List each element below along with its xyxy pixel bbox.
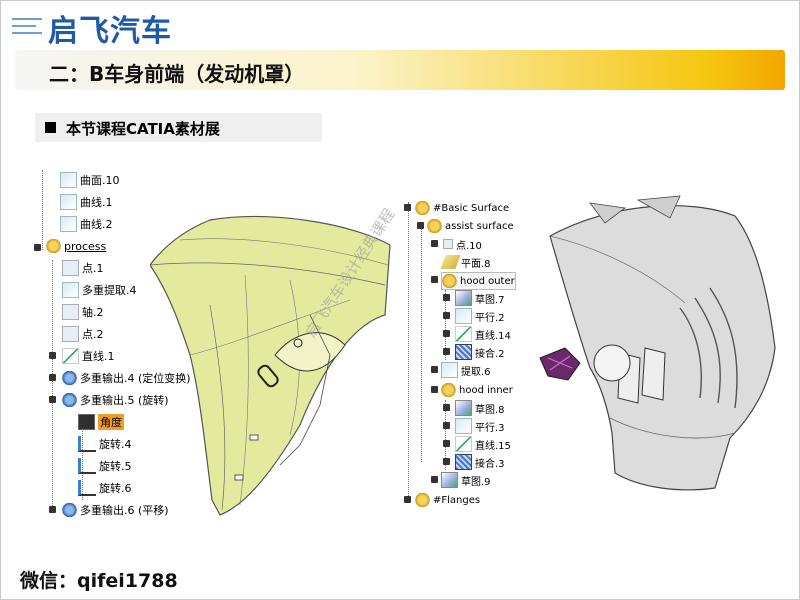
geometrical-set-icon [427, 219, 442, 233]
expand-toggle-icon[interactable] [431, 240, 438, 247]
tree-item[interactable]: 直线.1 [62, 348, 115, 364]
section-heading-bar: 本节课程CATIA素材展 [35, 113, 322, 142]
hood-model-image [539, 195, 776, 491]
line-icon [455, 436, 472, 452]
expand-toggle-icon[interactable] [443, 330, 450, 337]
fender-model-image [150, 216, 391, 516]
rotate-icon [78, 458, 96, 474]
angle-parameter-icon [78, 414, 95, 430]
expand-toggle-icon[interactable] [443, 404, 450, 411]
sketch-icon [441, 472, 458, 488]
tree-item[interactable]: 多重输出.5 (旋转) [62, 392, 169, 408]
geometrical-set-icon [415, 493, 430, 507]
geometrical-set-icon [46, 239, 61, 253]
expand-toggle-icon[interactable] [431, 366, 438, 373]
tree-item[interactable]: 草图.9 [441, 472, 491, 488]
axis-icon [62, 304, 79, 320]
tree-item[interactable]: 多重输出.4 (定位变换) [62, 370, 191, 386]
collapse-toggle-icon[interactable] [431, 276, 438, 283]
tree-item[interactable]: 曲线.1 [60, 194, 113, 210]
tree-item[interactable]: 旋转.5 [78, 458, 132, 474]
tree-item[interactable]: 直线.15 [455, 436, 511, 452]
geometrical-set-icon [441, 383, 456, 397]
collapse-toggle-icon[interactable] [417, 222, 424, 229]
multi-output-icon [62, 393, 77, 407]
plane-icon [440, 255, 461, 269]
rotate-icon [78, 436, 96, 452]
tree-item[interactable]: 曲线.2 [60, 216, 113, 232]
expand-toggle-icon[interactable] [431, 476, 438, 483]
tree-item[interactable]: #Flanges [415, 492, 480, 508]
expand-toggle-icon[interactable] [404, 496, 411, 503]
sketch-icon [455, 400, 472, 416]
tree-item[interactable]: 草图.7 [455, 290, 505, 306]
collapse-toggle-icon[interactable] [431, 386, 438, 393]
tree-item[interactable]: 平面.8 [440, 254, 491, 270]
tree-item[interactable]: 直线.14 [455, 326, 511, 342]
tree-item[interactable]: 旋转.4 [78, 436, 132, 452]
multi-extract-icon [62, 282, 79, 298]
expand-toggle-icon[interactable] [443, 312, 450, 319]
brand-lines-icon [12, 14, 42, 38]
geometrical-set-icon [415, 201, 430, 215]
tree-item[interactable]: 点.1 [62, 260, 104, 276]
tree-item[interactable]: 多重输出.6 (平移) [62, 502, 169, 518]
tree-item[interactable]: 平行.3 [455, 418, 505, 434]
multi-output-icon [62, 371, 77, 385]
collapse-toggle-icon[interactable] [49, 396, 56, 403]
join-icon [455, 344, 472, 360]
parallel-icon [455, 308, 472, 324]
multi-output-icon [62, 503, 77, 517]
tree-item[interactable]: 点.2 [62, 326, 104, 342]
tree-item[interactable]: 提取.6 [441, 362, 491, 378]
point-icon [62, 260, 79, 276]
tree-item[interactable]: 曲面.10 [60, 172, 120, 188]
expand-toggle-icon[interactable] [443, 458, 450, 465]
tree-item-hood-inner[interactable]: hood inner [441, 382, 513, 398]
brand-name: 启飞汽车 [48, 14, 172, 49]
tree-item-hood-outer[interactable]: hood outer [441, 272, 516, 290]
tree-item[interactable]: 点.10 [443, 236, 482, 252]
line-icon [455, 326, 472, 342]
tree-item[interactable]: 旋转.6 [78, 480, 132, 496]
point-icon [443, 239, 453, 249]
line-icon [62, 348, 79, 364]
tree-item[interactable]: 多重提取.4 [62, 282, 137, 298]
tree-item[interactable]: 接合.3 [455, 454, 505, 470]
tree-item[interactable]: 接合.2 [455, 344, 505, 360]
join-icon [455, 454, 472, 470]
collapse-toggle-icon[interactable] [404, 204, 411, 211]
expand-toggle-icon[interactable] [443, 294, 450, 301]
tree-item[interactable]: 草图.8 [455, 400, 505, 416]
collapse-toggle-icon[interactable] [34, 244, 41, 251]
expand-toggle-icon[interactable] [49, 352, 56, 359]
tree-item[interactable]: assist surface [427, 218, 514, 234]
title-bar: 二：B车身前端（发动机罩） [15, 50, 785, 90]
surface-icon [60, 172, 77, 188]
tree-item[interactable]: 平行.2 [455, 308, 505, 324]
rotate-icon [78, 480, 96, 496]
curve-icon [60, 216, 77, 232]
page-title: 二：B车身前端（发动机罩） [49, 62, 305, 86]
left-spec-tree: 曲面.10 曲线.1 曲线.2 process 点.1 多重提取.4 轴.2 点… [32, 170, 232, 520]
point-icon [62, 326, 79, 342]
geometrical-set-icon [442, 274, 457, 288]
extract-icon [441, 362, 458, 378]
expand-toggle-icon[interactable] [443, 440, 450, 447]
tree-item[interactable]: 轴.2 [62, 304, 104, 320]
expand-toggle-icon[interactable] [49, 506, 56, 513]
parallel-icon [455, 418, 472, 434]
curve-icon [60, 194, 77, 210]
sketch-icon [455, 290, 472, 306]
section-heading: 本节课程CATIA素材展 [66, 120, 220, 138]
expand-toggle-icon[interactable] [443, 348, 450, 355]
tree-item-process[interactable]: process [46, 238, 106, 254]
expand-toggle-icon[interactable] [443, 422, 450, 429]
wechat-contact: 微信：qifei1788 [20, 570, 178, 592]
tree-item[interactable]: #Basic Surface [415, 200, 509, 216]
tree-item-angle[interactable]: 角度 [78, 414, 124, 430]
square-bullet-icon [45, 122, 56, 133]
right-spec-tree: #Basic Surface assist surface 点.10 平面.8 … [403, 190, 523, 510]
expand-toggle-icon[interactable] [49, 374, 56, 381]
